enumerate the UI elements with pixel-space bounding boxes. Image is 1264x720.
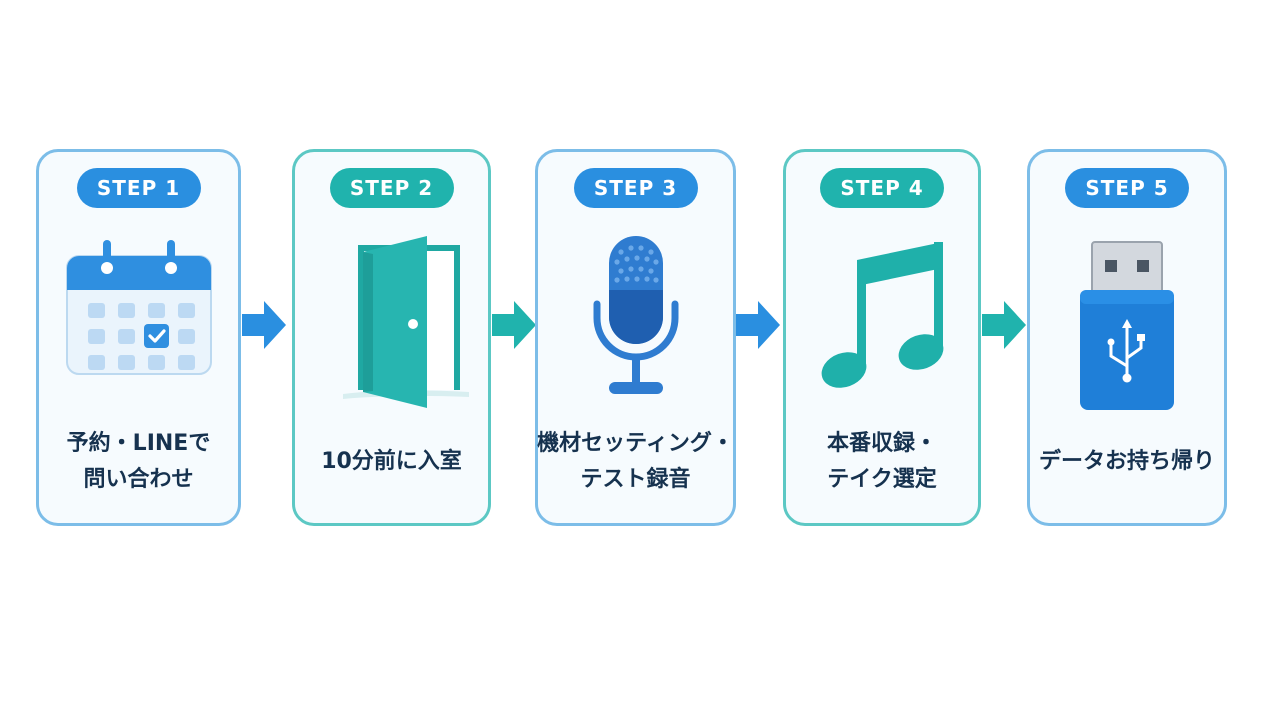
step-card-1: STEP 1 予約・LINEで 問い合わせ — [36, 149, 241, 526]
step-card-3: STEP 3 機材セッティング・ テスト録音 — [535, 149, 736, 526]
arrow-right-icon — [982, 301, 1026, 349]
step-badge: STEP 1 — [76, 168, 201, 208]
music-note-icon — [821, 242, 944, 388]
step-label: 予約・LINEで 問い合わせ — [66, 431, 211, 492]
step-card-5: STEP 5 データお持ち帰り — [1027, 149, 1227, 526]
usb-drive-icon — [1080, 241, 1174, 410]
step-card-2: STEP 2 10分前に入室 — [292, 149, 491, 526]
step-label: データお持ち帰り — [1038, 449, 1215, 474]
arrow-right-icon — [736, 301, 780, 349]
step-badge: STEP 3 — [573, 168, 698, 208]
arrow-right-icon — [242, 301, 286, 349]
calendar-check-icon — [65, 240, 212, 375]
step-label: 10分前に入室 — [321, 449, 462, 474]
step-label: 本番収録・ テイク選定 — [826, 431, 937, 492]
step-badge: STEP 5 — [1065, 168, 1189, 208]
step-card-4: STEP 4 本番収録・ テイク選定 — [783, 149, 981, 526]
arrow-right-icon — [492, 301, 536, 349]
microphone-icon — [593, 236, 678, 394]
step-badge: STEP 4 — [820, 168, 944, 208]
open-door-icon — [342, 236, 469, 408]
step-label: 機材セッティング・ テスト録音 — [537, 431, 734, 492]
step-badge: STEP 2 — [329, 168, 454, 208]
